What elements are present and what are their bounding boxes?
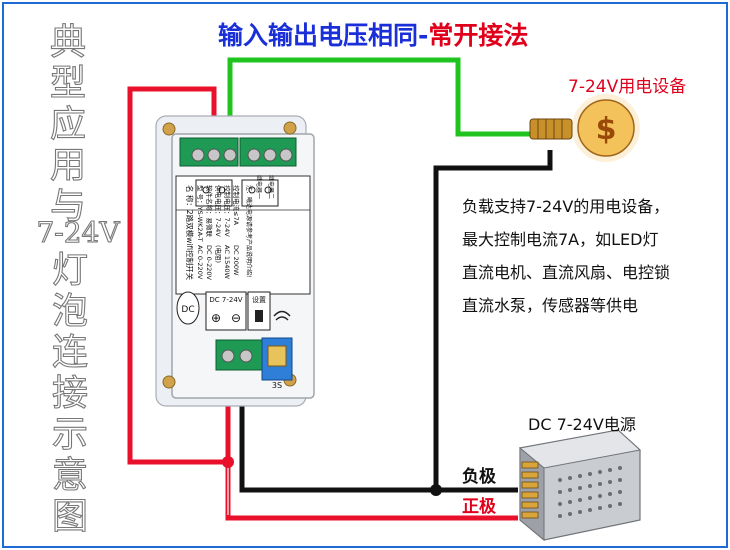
side-char: 接: [52, 373, 88, 414]
dc-badge-text: DC: [181, 305, 194, 315]
description-line: 最大控制电流7A，如LED灯: [462, 230, 658, 249]
relay1-label: 继电器一: [255, 175, 263, 199]
set-button-symbol: [255, 310, 263, 322]
module-name-line: 名 称：2路双模wifi控制开关: [185, 185, 195, 281]
relay2-symbol: [241, 179, 279, 207]
module-spec-line: 型 号：YS-WK2A-T: [196, 185, 205, 242]
mount-hole: [162, 122, 176, 136]
wire-red-positive: [225, 360, 518, 521]
junction-positive: [222, 456, 234, 468]
module-spec-line: 软件名称：易微联: [205, 185, 214, 238]
bulb-socket: [529, 118, 573, 140]
side-char: 图: [52, 496, 88, 537]
relay2-label: 继电器二: [267, 175, 275, 199]
module-bottom-text: 注：曦达电源请参考产品说明介绍!: [245, 185, 253, 277]
junction-negative: [430, 484, 442, 496]
bulb-filament-icon: $: [596, 112, 617, 147]
module-spec-right: DC 0-220V: [205, 245, 213, 280]
negative-label: 负极: [462, 466, 496, 487]
dc-input-box: [205, 291, 247, 331]
module-spec-line: 控制电压：7-24V: [223, 185, 232, 237]
terminal-screws-top: [191, 148, 293, 162]
set-label: 设置: [252, 295, 266, 304]
module-spec-line: 控制电流≤7A: [232, 185, 241, 226]
module-spec-right: AC 1540W: [223, 245, 231, 279]
relay1-symbol: [195, 179, 233, 207]
main-title: 输入输出电压相同-常开接法: [218, 21, 528, 50]
module-spec-line: 供电电压：7-24V: [214, 185, 223, 237]
description-line: 直流水泵，传感器等供电: [462, 296, 638, 315]
label-rotated: 名 称：2路双模wifi控制开关 型 号：YS-WK2A-T 软件名称：易微联 …: [185, 175, 275, 281]
description-line: 直流电机、直流风扇、电控锁: [462, 263, 670, 282]
side-char: 示: [52, 414, 88, 455]
description-line: 负载支持7-24V的用电设备，: [462, 197, 669, 216]
side-char: 灯: [52, 250, 88, 291]
side-char: 用: [50, 145, 86, 186]
dc-plus-screw: [221, 349, 235, 363]
relay-module: 名 称：2路双模wifi控制开关 型 号：YS-WK2A-T 软件名称：易微联 …: [155, 115, 315, 407]
mount-hole: [162, 375, 176, 389]
side-char: 应: [50, 104, 86, 145]
wire-black-load: [433, 150, 553, 493]
label-panel: [175, 175, 311, 295]
psu-vents: [558, 466, 622, 518]
title-part-blue: 输入输出电压相同-: [218, 21, 428, 50]
dc-box-label: DC 7-24V: [209, 296, 242, 304]
wifi-icon: [273, 310, 291, 321]
side-title: 典 型 应 用 与 7-24V 灯 泡 连 接 示 意 图: [36, 21, 121, 537]
side-char: 意: [52, 455, 88, 496]
dc-minus-screw: [239, 349, 253, 363]
power-supply: [518, 429, 642, 542]
description: 负载支持7-24V的用电设备， 最大控制电流7A，如LED灯 直流电机、直流风扇…: [462, 197, 670, 315]
light-bulb: $: [529, 94, 640, 162]
side-char-voltage: 7-24V: [36, 216, 120, 249]
side-char: 典: [50, 22, 86, 63]
bulb-label: 7-24V用电设备: [568, 77, 686, 97]
wire-green: [227, 57, 530, 148]
psu-label: DC 7-24V电源: [528, 415, 636, 434]
minus-sign: ⊖: [231, 311, 241, 325]
bulb-glass: [577, 99, 635, 157]
dc-badge: [176, 291, 200, 325]
push-switch-button: [267, 345, 287, 367]
mount-hole: [283, 121, 297, 135]
side-char: 泡: [52, 291, 88, 332]
side-char: 型: [50, 63, 86, 104]
plus-sign: ⊕: [211, 311, 221, 325]
switch-label: 3S: [272, 381, 282, 390]
module-spec-right: AC 0-220V: [196, 245, 204, 280]
side-char: 连: [52, 332, 88, 373]
module-spec-right: DC 200W: [232, 245, 240, 276]
module-spec-right: (电阻): [214, 245, 223, 263]
wire-red-top: [127, 86, 228, 465]
positive-label: 正极: [462, 497, 496, 517]
psu-terminals: [521, 461, 539, 519]
title-part-red: 常开接法: [428, 21, 528, 50]
side-char: 与: [50, 186, 86, 227]
